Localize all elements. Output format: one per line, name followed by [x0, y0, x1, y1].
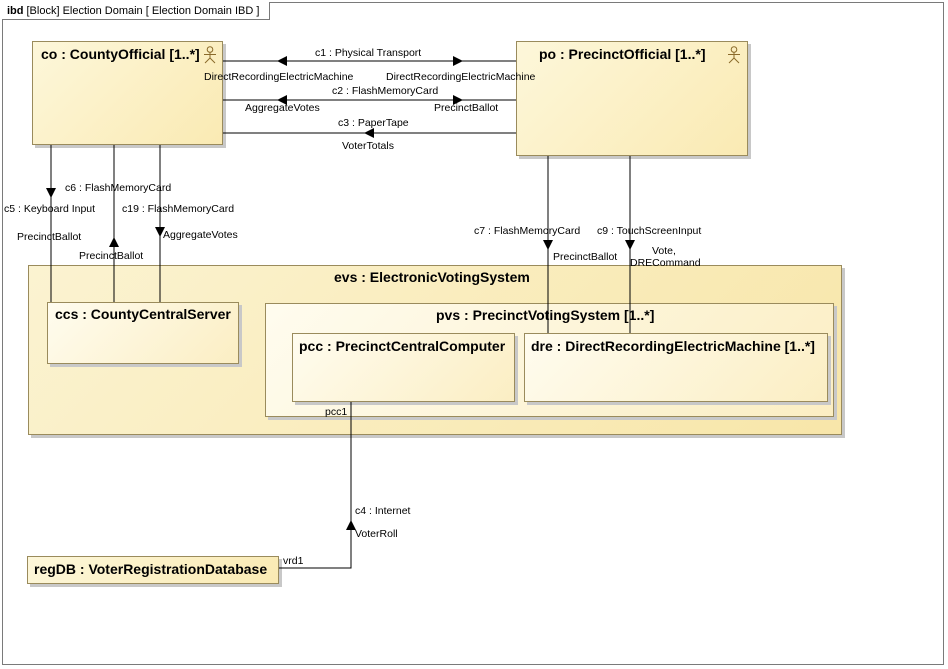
county-official-block[interactable]: co : CountyOfficial [1..*] — [32, 41, 223, 145]
pcc-title: pcc : PrecinctCentralComputer — [299, 338, 506, 354]
frame-keyword: ibd — [7, 5, 24, 17]
c3-flow: VoterTotals — [342, 140, 394, 152]
c2-right-end: PrecinctBallot — [434, 102, 499, 114]
evs-title: evs : ElectronicVotingSystem — [334, 269, 530, 285]
dre-title: dre : DirectRecordingElectricMachine [1.… — [531, 338, 815, 354]
c9-flow-line2: DRECommand — [630, 257, 701, 269]
c2-left-end: AggregateVotes — [245, 102, 320, 114]
port-vrd1: vrd1 — [283, 555, 304, 567]
frame-title: [Block] Election Domain [ Election Domai… — [26, 5, 260, 17]
c3-name: c3 : PaperTape — [338, 117, 409, 129]
c2-name: c2 : FlashMemoryCard — [332, 85, 439, 97]
c19-name: c19 : FlashMemoryCard — [122, 203, 235, 215]
actor-icon — [204, 46, 216, 64]
c9-arrow — [625, 240, 635, 250]
c7-name: c7 : FlashMemoryCard — [474, 225, 581, 237]
ccs-block[interactable]: ccs : CountyCentralServer — [47, 302, 239, 364]
c1-arrow-left — [277, 56, 287, 66]
c2-arrow-right — [453, 95, 463, 105]
precinct-official-title: po : PrecinctOfficial [1..*] — [539, 46, 706, 62]
c7-arrow — [543, 240, 553, 250]
c5-flow: PrecinctBallot — [17, 231, 82, 243]
c4-arrow — [346, 520, 356, 530]
c5-arrow — [46, 188, 56, 198]
c7-flow: PrecinctBallot — [553, 251, 618, 263]
c1-right-end: DirectRecordingElectricMachine — [386, 71, 536, 83]
c19-arrow — [155, 227, 165, 237]
frame-title-tab: ibd[Block] Election Domain [ Election Do… — [2, 2, 271, 20]
ccs-title: ccs : CountyCentralServer — [55, 306, 231, 322]
actor-icon — [728, 46, 740, 64]
c1-name: c1 : Physical Transport — [315, 47, 422, 59]
c19-flow: AggregateVotes — [163, 229, 238, 241]
c4-line — [279, 402, 352, 569]
c5-name: c5 : Keyboard Input — [4, 203, 96, 215]
c4-name: c4 : Internet — [355, 505, 411, 517]
dre-block[interactable]: dre : DirectRecordingElectricMachine [1.… — [524, 333, 828, 402]
pcc-block[interactable]: pcc : PrecinctCentralComputer — [292, 333, 515, 402]
c6-arrow — [109, 237, 119, 247]
county-official-title: co : CountyOfficial [1..*] — [41, 46, 200, 62]
c9-name: c9 : TouchScreenInput — [597, 225, 702, 237]
c6-flow: PrecinctBallot — [79, 250, 144, 262]
c2-arrow-left — [277, 95, 287, 105]
c1-arrow-right — [453, 56, 463, 66]
regdb-block[interactable]: regDB : VoterRegistrationDatabase — [27, 556, 279, 584]
c1-left-end: DirectRecordingElectricMachine — [204, 71, 354, 83]
precinct-official-block[interactable]: po : PrecinctOfficial [1..*] — [516, 41, 748, 156]
port-pcc1: pcc1 — [325, 406, 348, 418]
c9-flow-line1: Vote, — [652, 245, 676, 257]
c6-name: c6 : FlashMemoryCard — [65, 182, 172, 194]
regdb-title: regDB : VoterRegistrationDatabase — [34, 561, 268, 577]
c4-flow: VoterRoll — [355, 528, 398, 540]
pvs-title: pvs : PrecinctVotingSystem [1..*] — [436, 307, 655, 323]
c3-arrow — [364, 128, 374, 138]
